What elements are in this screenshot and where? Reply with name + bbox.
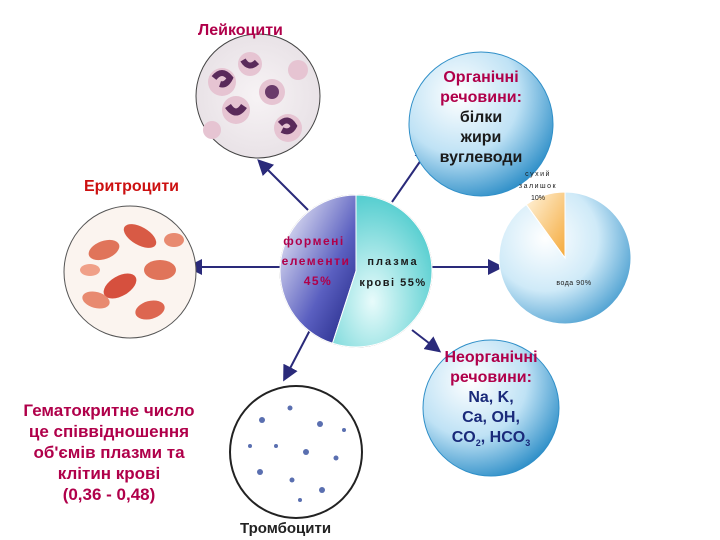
hematocrit-line-3: об'ємів плазми та — [33, 443, 185, 462]
inorganic-sub-2: 2 — [475, 438, 481, 449]
organic-substances-bubble — [408, 51, 554, 197]
inorganic-title-2: речовини: — [450, 369, 532, 386]
formed-elements-value: 45% — [304, 274, 333, 288]
inorganic-line-1: Na, K, — [468, 389, 514, 406]
leukocytes-label: Лейкоцити — [198, 22, 283, 39]
formed-elements-label-2: елементи — [282, 254, 351, 268]
organic-item-proteins: білки — [459, 109, 503, 126]
dry-residue-label-1: сухий — [525, 170, 551, 178]
thrombocytes-image — [229, 385, 363, 519]
water-label: вода 90% — [556, 280, 591, 287]
organic-substances-text: Органічні речовини: білки жири вуглеводи — [414, 68, 548, 168]
inorganic-hco-text: , HCO — [480, 429, 526, 446]
hematocrit-text: Гематокритне число це співвідношення об'… — [4, 400, 214, 505]
organic-title-1: Органічні — [443, 69, 519, 86]
plasma-label-2: крові 55% — [359, 277, 426, 289]
dry-residue-value: 10% — [531, 195, 545, 202]
dry-residue-label-2: залишок — [519, 183, 557, 190]
formed-elements-label-1: формені — [283, 234, 344, 248]
formed-elements-slice — [279, 194, 357, 344]
inorganic-sub-3: 3 — [525, 438, 531, 449]
inorganic-substances-text: Неорганічні речовини: Na, K, Ca, OH, CO2… — [424, 348, 558, 453]
leukocytes-image — [195, 33, 321, 159]
organic-item-carbohydrates: вуглеводи — [439, 149, 523, 166]
blood-composition-pie — [279, 194, 433, 348]
plasma-label-1: плазма — [367, 256, 418, 268]
connector-arrows — [186, 146, 504, 382]
inorganic-line-2: Ca, OH, — [462, 409, 520, 426]
hematocrit-line-2: це співвідношення — [28, 422, 190, 441]
plasma-water-pie — [498, 191, 632, 325]
arrow-to-inorganic — [411, 329, 442, 353]
inorganic-line-3: CO2, HCO3 — [424, 428, 558, 453]
inorganic-co-text: CO — [451, 429, 476, 446]
hematocrit-line-5: (0,36 - 0,48) — [62, 485, 156, 504]
erythrocytes-image — [63, 205, 197, 339]
plasma-slice — [331, 194, 433, 348]
erythrocytes-label: Еритроцити — [84, 178, 180, 195]
inorganic-substances-bubble — [422, 339, 560, 477]
inorganic-title-1: Неорганічні — [444, 349, 538, 366]
hematocrit-line-1: Гематокритне число — [23, 401, 195, 420]
arrow-to-thrombocytes — [283, 329, 311, 382]
water-slice — [498, 191, 632, 325]
organic-item-fats: жири — [460, 129, 502, 146]
arrow-to-leukocytes — [257, 159, 309, 211]
hematocrit-line-4: клітин крові — [57, 464, 161, 483]
thrombocytes-label: Тромбоцити — [240, 520, 332, 537]
organic-title-2: речовини: — [440, 89, 522, 106]
